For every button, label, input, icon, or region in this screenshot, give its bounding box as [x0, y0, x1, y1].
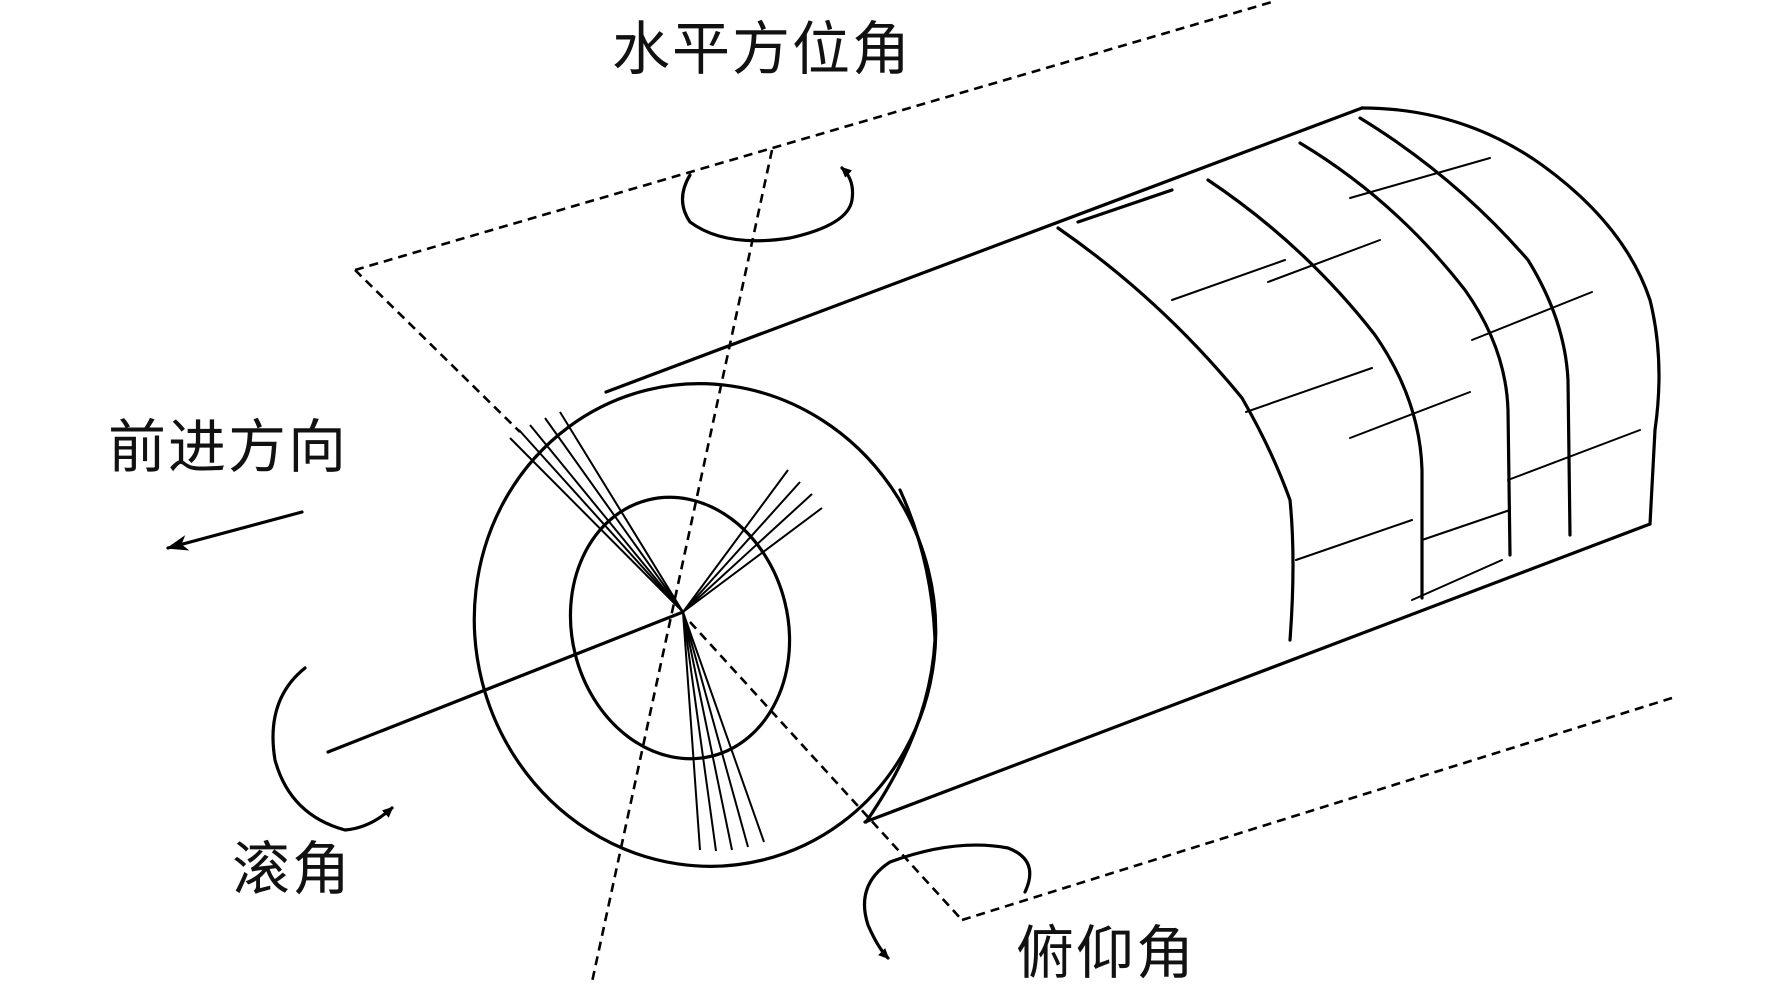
roll-angle-label: 滚角 [232, 835, 353, 903]
roll-rotation-arrow [271, 666, 394, 832]
pitch-angle-label: 俯仰角 [1016, 919, 1197, 987]
cutter-head [472, 382, 938, 868]
roll-axis [326, 610, 685, 754]
pitch-rotation-arrow [862, 843, 1032, 960]
yaw-axis [590, 149, 774, 983]
yaw-angle-label: 水平方位角 [612, 15, 913, 83]
pitch-plane-dashed [689, 621, 1673, 922]
machine-body [604, 106, 1661, 824]
yaw-rotation-arrow [680, 166, 855, 243]
forward-direction-label: 前进方向 [108, 413, 349, 481]
yaw-plane-dashed [354, 0, 1273, 433]
forward-direction-arrow [166, 510, 304, 551]
